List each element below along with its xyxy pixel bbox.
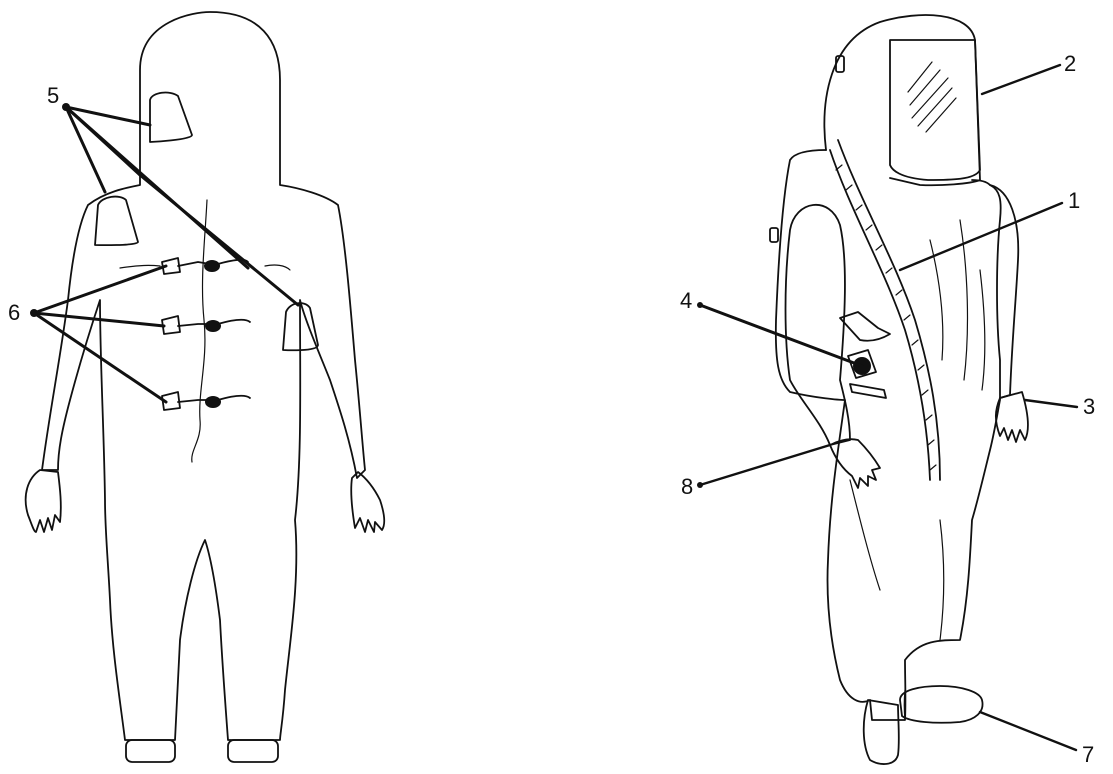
zipper bbox=[830, 140, 940, 480]
callout-1: 1 bbox=[1068, 188, 1080, 213]
callout-2: 2 bbox=[1064, 51, 1076, 76]
left-suit-figure bbox=[26, 12, 385, 762]
callout-7: 7 bbox=[1082, 742, 1094, 767]
strap-buckles bbox=[162, 258, 250, 410]
callout-8: 8 bbox=[681, 474, 693, 499]
callout-3: 3 bbox=[1083, 394, 1095, 419]
right-suit-figure bbox=[697, 15, 1077, 764]
callout-4: 4 bbox=[680, 288, 692, 313]
valve-assembly bbox=[840, 312, 890, 398]
callout-6: 6 bbox=[8, 300, 20, 325]
callout-5: 5 bbox=[47, 83, 59, 108]
